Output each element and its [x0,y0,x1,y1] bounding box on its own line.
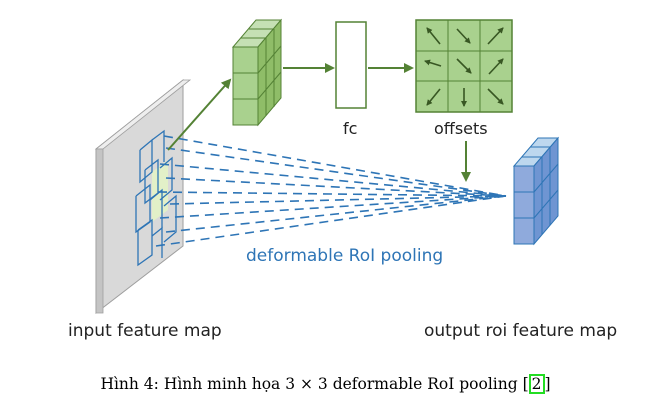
citation-link[interactable]: 2 [528,374,545,394]
offset-arrow-icon [456,58,472,74]
offset-arrow-icon [456,28,471,44]
offset-arrow-icon [487,27,504,45]
offset-arrow-icon [426,88,441,106]
offsets-grid [415,19,513,113]
pooling-projection-lines [155,135,507,247]
pooling-label: deformable RoI pooling [246,246,444,266]
offset-arrow-icon [488,58,504,75]
offset-arrow-icon [424,59,442,67]
offsets-label: offsets [434,119,488,138]
caption-text: Hình 4: Hình minh họa 3 × 3 deformable R… [100,375,529,393]
fc-layer-box [335,21,367,109]
arrow-to-feature-cube [167,78,232,151]
output-feature-map-label: output roi feature map [424,321,618,341]
green-feature-cube [231,18,283,127]
offset-arrow-icon [426,27,441,45]
fc-label: fc [343,119,358,138]
deformed-roi-cells [135,129,177,267]
caption-close: ] [544,375,551,393]
output-roi-feature-cube [512,136,560,246]
input-feature-map-label: input feature map [68,321,222,341]
input-feature-map [94,78,192,315]
offset-arrow-icon [487,88,504,105]
figure-caption: Hình 4: Hình minh họa 3 × 3 deformable R… [0,374,651,394]
